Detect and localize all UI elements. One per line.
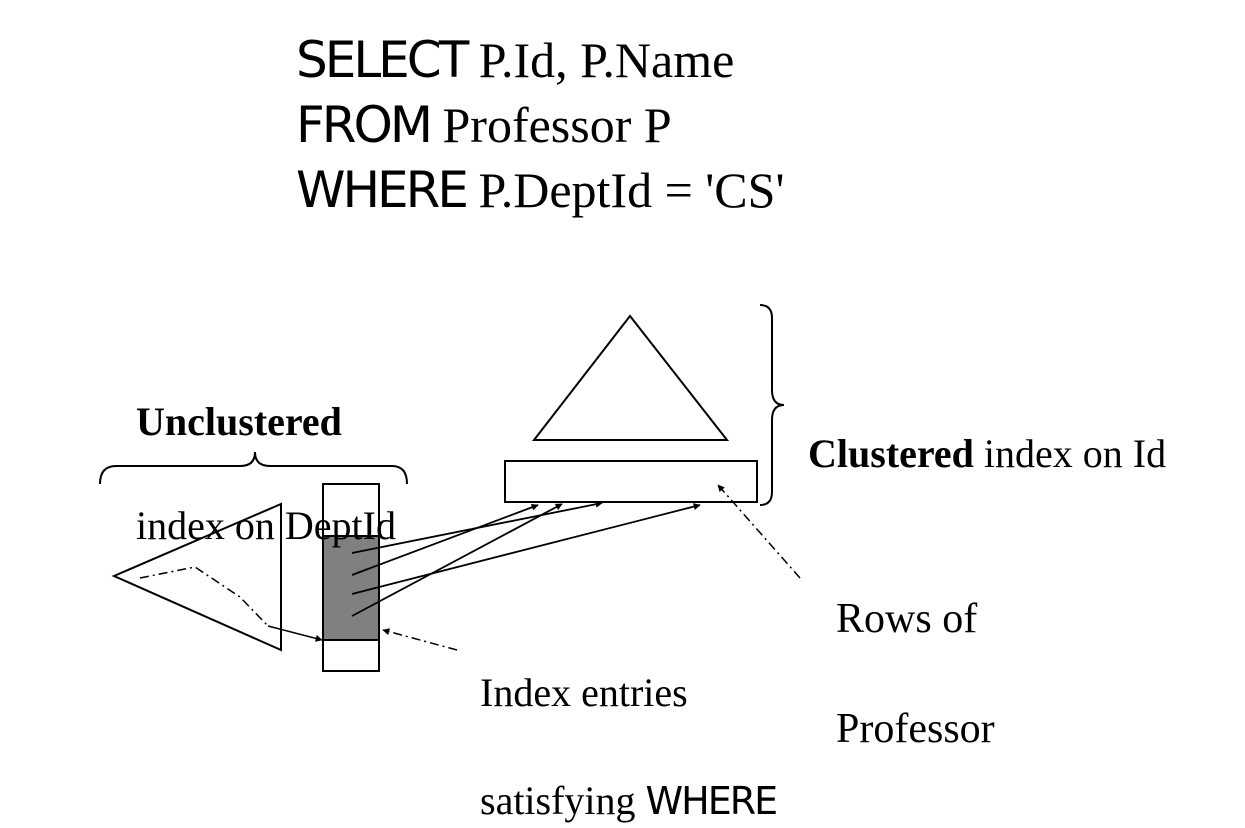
sql-where-keyword: WHERE [296,161,469,219]
rows-label-line2: Professor [836,706,995,752]
professor-rows-file [504,460,758,503]
sql-select-expr: P.Id, P.Name [478,32,735,88]
sql-from-keyword: FROM [296,96,433,154]
clustered-index-tree [531,314,730,441]
search-path [139,566,269,627]
entries-label-line2b: WHERE [645,779,779,823]
index-diagram [99,304,801,672]
unclustered-label-rest: index on DeptId [136,503,396,548]
entries-label-line2a: satisfying [480,778,646,823]
clustered-brace [759,304,785,506]
entries-label-line1: Index entries [480,670,688,715]
entries-callout [382,628,458,651]
rows-label-line1: Rows of [836,596,978,642]
rows-of-professor-label: Rows of Professor [815,537,995,757]
clustered-index-label: Clustered index on Id [788,376,1166,480]
unclustered-label-bold: Unclustered [136,399,342,444]
row-pointer [351,503,539,576]
search-path-arrow [267,625,323,642]
unclustered-index-label: Unclustered index on DeptId [116,344,396,552]
index-entries-label: Index entries satisfying WHERE [460,612,779,828]
clustered-label-bold: Clustered [808,431,974,476]
sql-select-line: SELECT P.Id, P.Name [296,28,784,93]
unclustered-brace [99,451,408,485]
unclustered-index-tree [111,502,282,652]
sql-where-expr: P.DeptId = 'CS' [478,162,785,218]
row-pointer [351,503,701,595]
sql-query: SELECT P.Id, P.Name FROM Professor P WHE… [296,28,784,223]
sql-from-line: FROM Professor P [296,93,784,158]
sql-where-line: WHERE P.DeptId = 'CS' [296,158,784,223]
row-pointer [351,503,563,617]
sql-select-keyword: SELECT [296,31,469,89]
clustered-label-rest: index on Id [983,431,1167,476]
sql-from-expr: Professor P [442,97,672,153]
rows-callout [717,484,801,579]
